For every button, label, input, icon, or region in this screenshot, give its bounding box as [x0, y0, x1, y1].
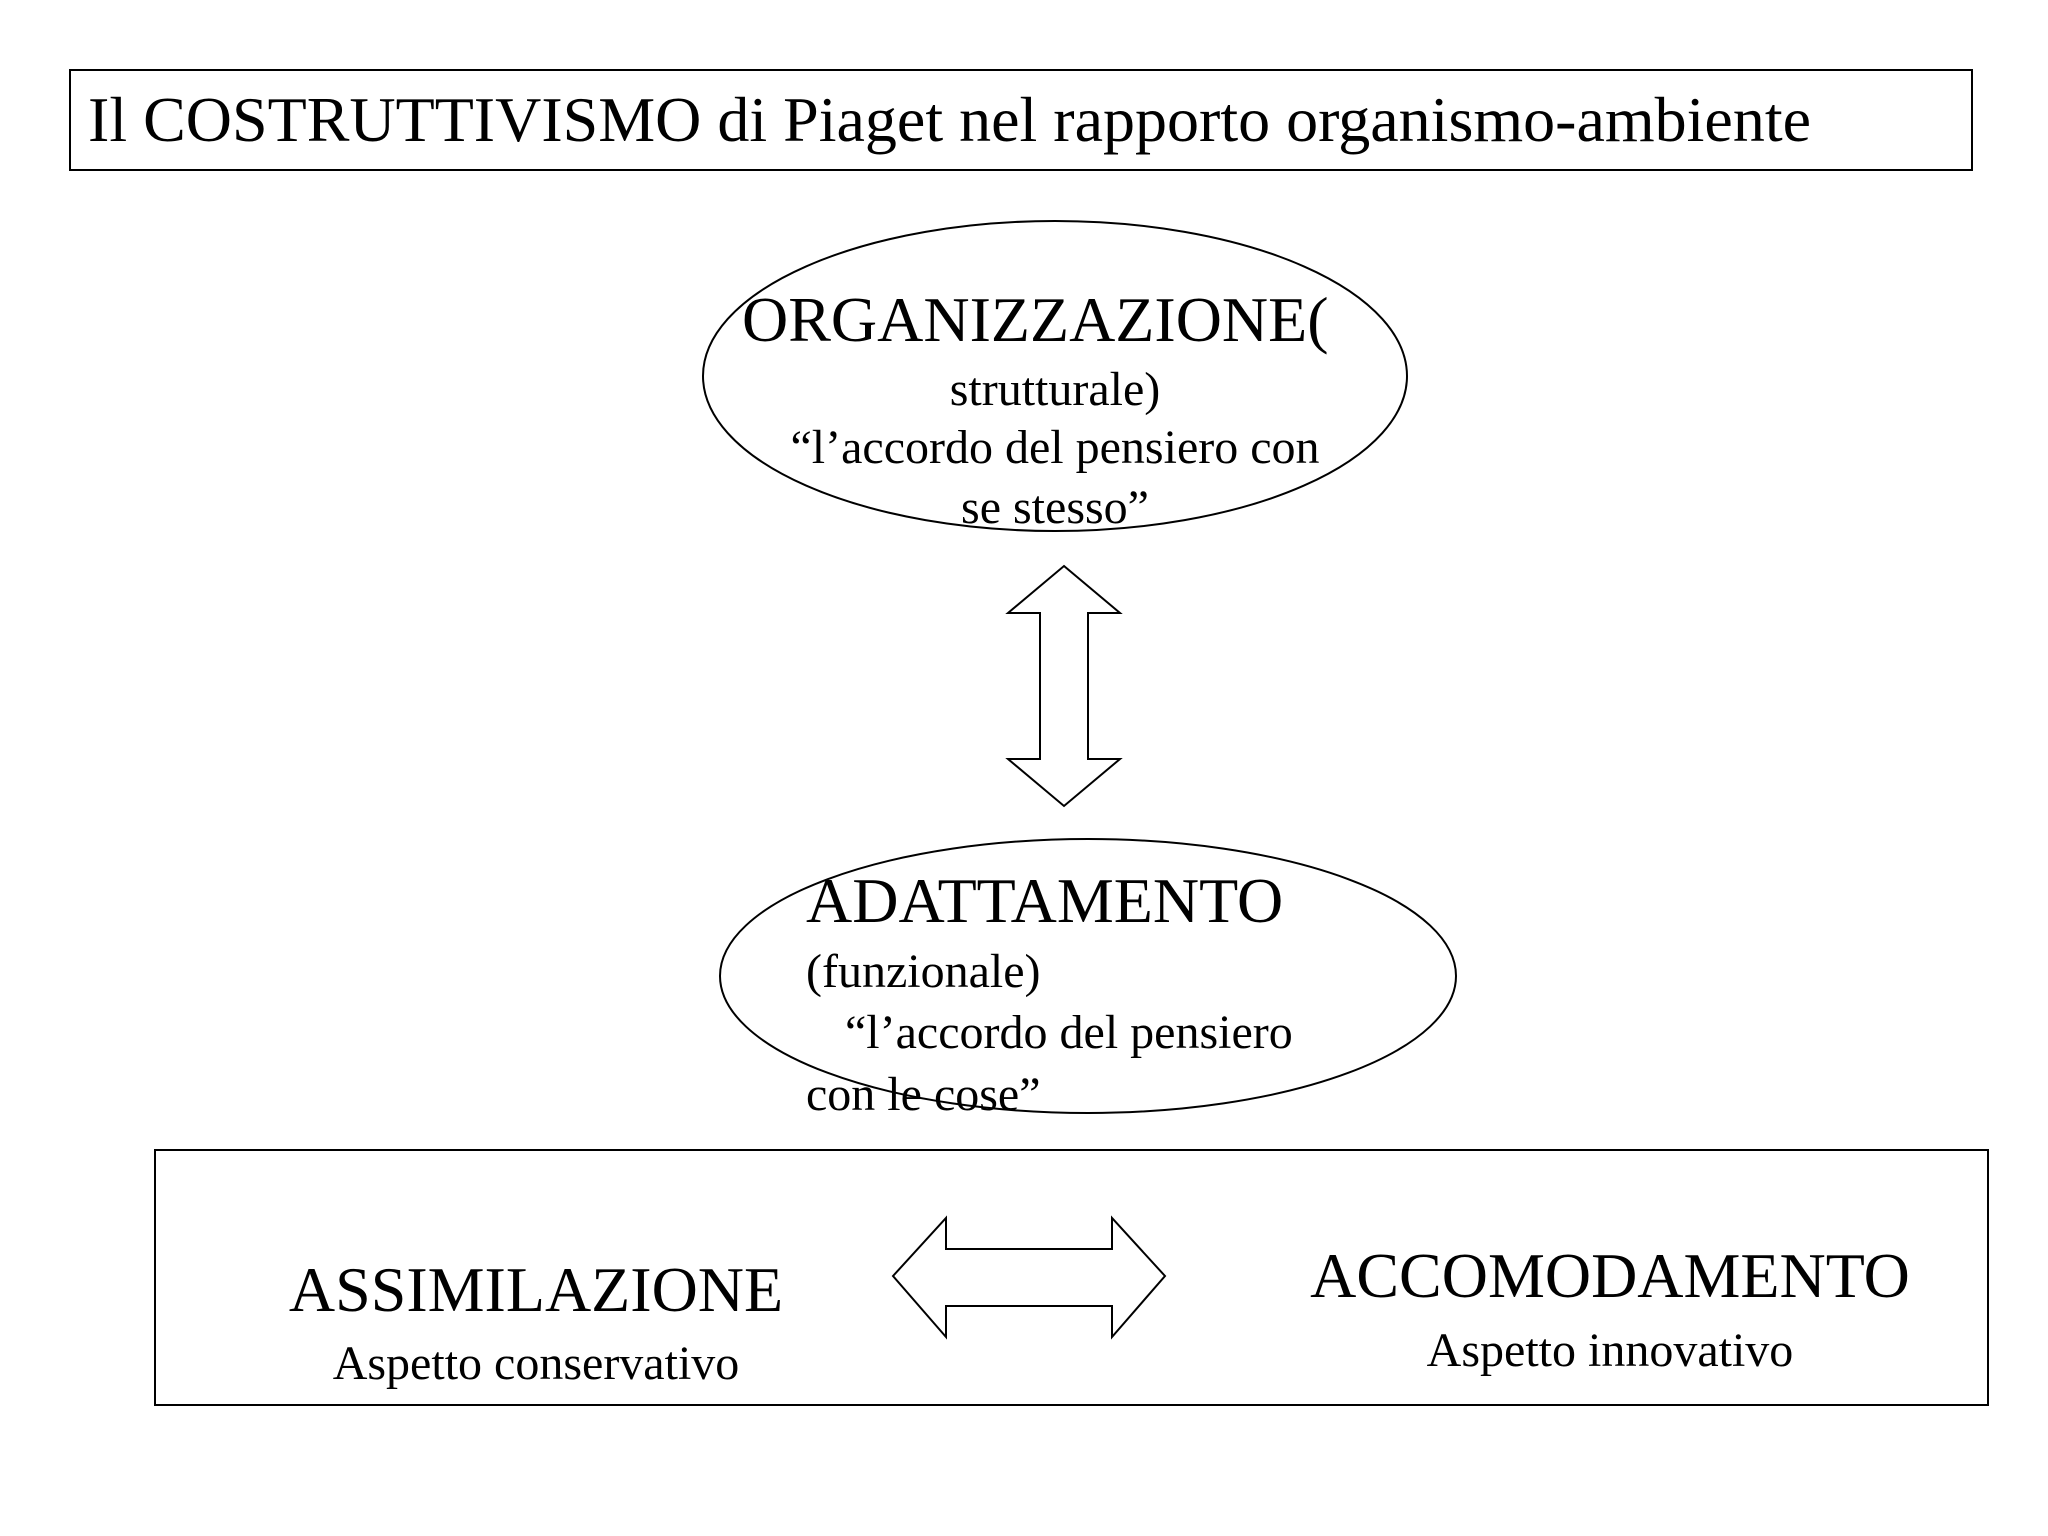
accomodamento-heading: ACCOMODAMENTO [1310, 1240, 1910, 1311]
organizzazione-line4: se stesso” [961, 481, 1149, 534]
adattamento-ellipse [719, 838, 1457, 1114]
adattamento-line2: (funzionale) [806, 945, 1041, 998]
assimilazione-subtitle: Aspetto conservativo [332, 1337, 740, 1390]
organizzazione-ellipse [702, 220, 1408, 532]
organizzazione-heading: ORGANIZZAZIONE( [742, 284, 1329, 355]
bottom-box [154, 1149, 1989, 1406]
organizzazione-line3: “l’accordo del pensiero con [790, 421, 1320, 474]
organizzazione-line2: strutturale) [949, 363, 1161, 416]
title-box [69, 69, 1973, 171]
diagram-title: Il COSTRUTTIVISMO di Piaget nel rapporto… [88, 84, 1811, 155]
horizontal-double-arrow [891, 1215, 1167, 1340]
assimilazione-heading: ASSIMILAZIONE [288, 1254, 784, 1325]
vertical-double-arrow [1005, 564, 1123, 808]
accomodamento-subtitle: Aspetto innovativo [1426, 1324, 1794, 1377]
adattamento-heading: ADATTAMENTO [806, 865, 1284, 936]
adattamento-line3: “l’accordo del pensiero [845, 1006, 1293, 1059]
adattamento-line4: con le cose” [806, 1068, 1041, 1121]
